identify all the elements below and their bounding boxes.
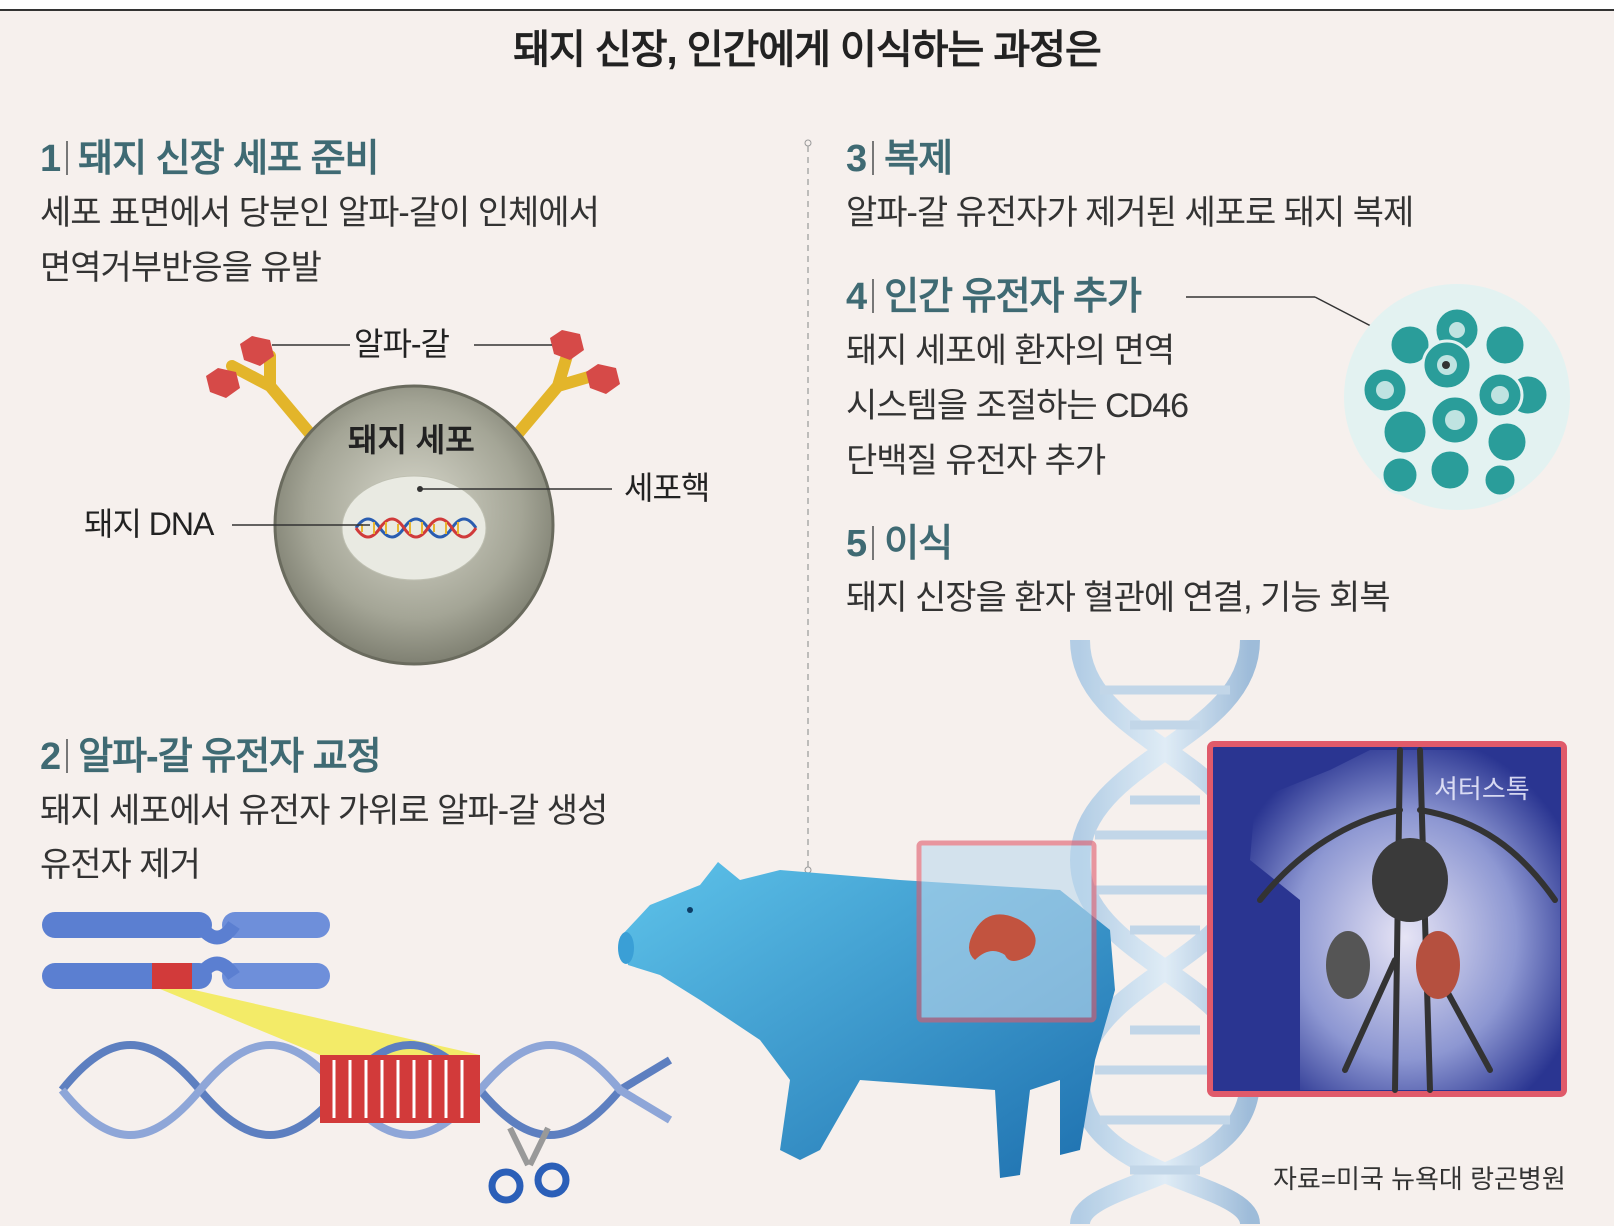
pig-cell-diagram bbox=[206, 330, 620, 666]
pig-dna-label: 돼지 DNA bbox=[84, 506, 214, 542]
step-number: 3 bbox=[846, 138, 867, 180]
transplanted-kidney bbox=[1416, 931, 1460, 999]
step-4-text-line: 시스템을 조절하는 CD46 bbox=[846, 387, 1189, 425]
dna-strand-icon bbox=[354, 517, 478, 539]
separator bbox=[872, 141, 875, 175]
step-2-text-line: 유전자 제거 bbox=[40, 846, 201, 884]
column-divider bbox=[804, 139, 812, 874]
step-4-heading: 4 인간 유전자 추가 bbox=[846, 276, 1142, 318]
source-note: 자료=미국 뉴욕대 랑곤병원 bbox=[1273, 1164, 1566, 1194]
step-title: 돼지 신장 세포 준비 bbox=[78, 138, 379, 180]
step-5-heading: 5 이식 bbox=[846, 523, 953, 565]
separator bbox=[66, 739, 69, 773]
step-title: 복제 bbox=[884, 138, 953, 180]
step-2-text-line: 돼지 세포에서 유전자 가위로 알파-갈 생성 bbox=[40, 792, 608, 830]
heart bbox=[1372, 838, 1448, 922]
native-kidney bbox=[1326, 931, 1370, 999]
step-number: 1 bbox=[40, 138, 61, 180]
dna-helix-edited bbox=[58, 1041, 673, 1139]
step-2-heading: 2 알파-갈 유전자 교정 bbox=[40, 736, 382, 778]
step-4-text-line: 돼지 세포에 환자의 면역 bbox=[846, 332, 1175, 370]
human-transplant-inset bbox=[1207, 741, 1567, 1097]
alpha-gal-receptor-left bbox=[226, 350, 318, 442]
alpha-gal-receptor-right bbox=[510, 346, 598, 442]
step-title: 인간 유전자 추가 bbox=[884, 276, 1142, 318]
pig-kidney-inset bbox=[916, 840, 1097, 1023]
step-title: 알파-갈 유전자 교정 bbox=[78, 736, 381, 778]
page-title: 돼지 신장, 인간에게 이식하는 과정은 bbox=[513, 28, 1102, 72]
step-title: 이식 bbox=[884, 523, 953, 565]
step-number: 5 bbox=[846, 523, 867, 565]
nucleus bbox=[341, 475, 487, 581]
separator bbox=[872, 526, 875, 560]
step-3-heading: 3 복제 bbox=[846, 138, 953, 180]
step-3-text-line: 알파-갈 유전자가 제거된 세포로 돼지 복제 bbox=[846, 194, 1414, 232]
step-1-heading: 1 돼지 신장 세포 준비 bbox=[40, 138, 380, 180]
pig-cell-label: 돼지 세포 bbox=[348, 422, 475, 458]
alpha-gal-label: 알파-갈 bbox=[354, 326, 450, 362]
step-4-text-line: 단백질 유전자 추가 bbox=[846, 442, 1106, 480]
separator bbox=[66, 141, 69, 175]
chromosome-illustration bbox=[42, 912, 480, 1055]
scissors-icon bbox=[488, 1126, 570, 1204]
nucleus-label: 세포핵 bbox=[624, 470, 710, 506]
step-5-text-line: 돼지 신장을 환자 혈관에 연결, 기능 회복 bbox=[846, 579, 1391, 617]
step-number: 2 bbox=[40, 736, 61, 778]
step-1-text-line: 세포 표면에서 당분인 알파-갈이 인체에서 bbox=[40, 194, 600, 232]
human-gene-cell-cluster bbox=[1186, 284, 1570, 510]
photo-credit: 셔터스톡 bbox=[1434, 774, 1530, 804]
step-number: 4 bbox=[846, 276, 867, 318]
separator bbox=[872, 279, 875, 313]
step-1-text-line: 면역거부반응을 유발 bbox=[40, 249, 322, 287]
